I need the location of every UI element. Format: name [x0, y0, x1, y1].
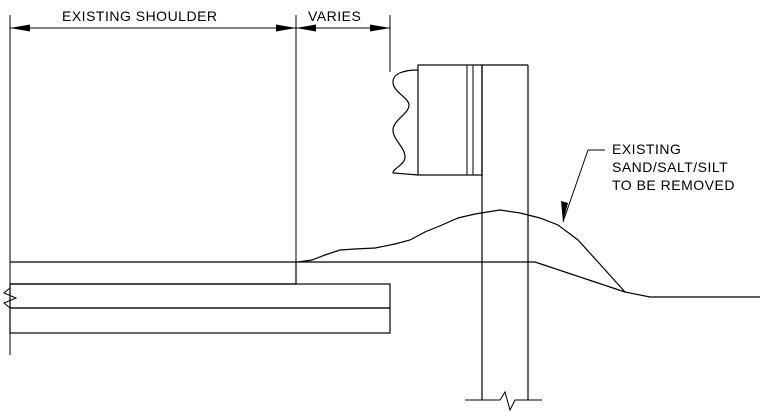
guardrail-rail	[392, 64, 483, 176]
varies-right-arrow-icon	[370, 24, 390, 32]
left-break-line-icon	[3, 287, 18, 309]
varies-left-arrow-icon	[296, 24, 316, 32]
blockout	[417, 64, 483, 176]
shoulder-left-arrow-icon	[10, 24, 30, 32]
shoulder-right-arrow-icon	[276, 24, 296, 32]
sand-salt-silt-mound	[297, 209, 626, 293]
w-beam-rail	[392, 69, 419, 176]
guardrail-post	[465, 64, 542, 412]
varies-dimension: VARIES	[296, 8, 391, 72]
base-slab-lower	[9, 307, 391, 334]
existing-shoulder-label: EXISTING SHOULDER	[62, 8, 218, 24]
callout-leader-line	[562, 149, 589, 223]
mound-outline	[297, 209, 626, 293]
existing-shoulder-dimension: EXISTING SHOULDER	[9, 8, 297, 262]
callout-line-2: SAND/SALT/SILT	[612, 159, 728, 175]
pavement-section	[3, 250, 391, 355]
post-break-line-icon	[465, 390, 542, 412]
varies-label: VARIES	[308, 8, 361, 24]
callout-line-1: EXISTING	[612, 141, 681, 157]
callout-line-3: TO BE REMOVED	[612, 177, 735, 193]
base-slab-upper	[9, 283, 391, 309]
callout-arrow-icon	[561, 201, 568, 222]
mound-callout: EXISTING SAND/SALT/SILT TO BE REMOVED	[561, 141, 735, 223]
